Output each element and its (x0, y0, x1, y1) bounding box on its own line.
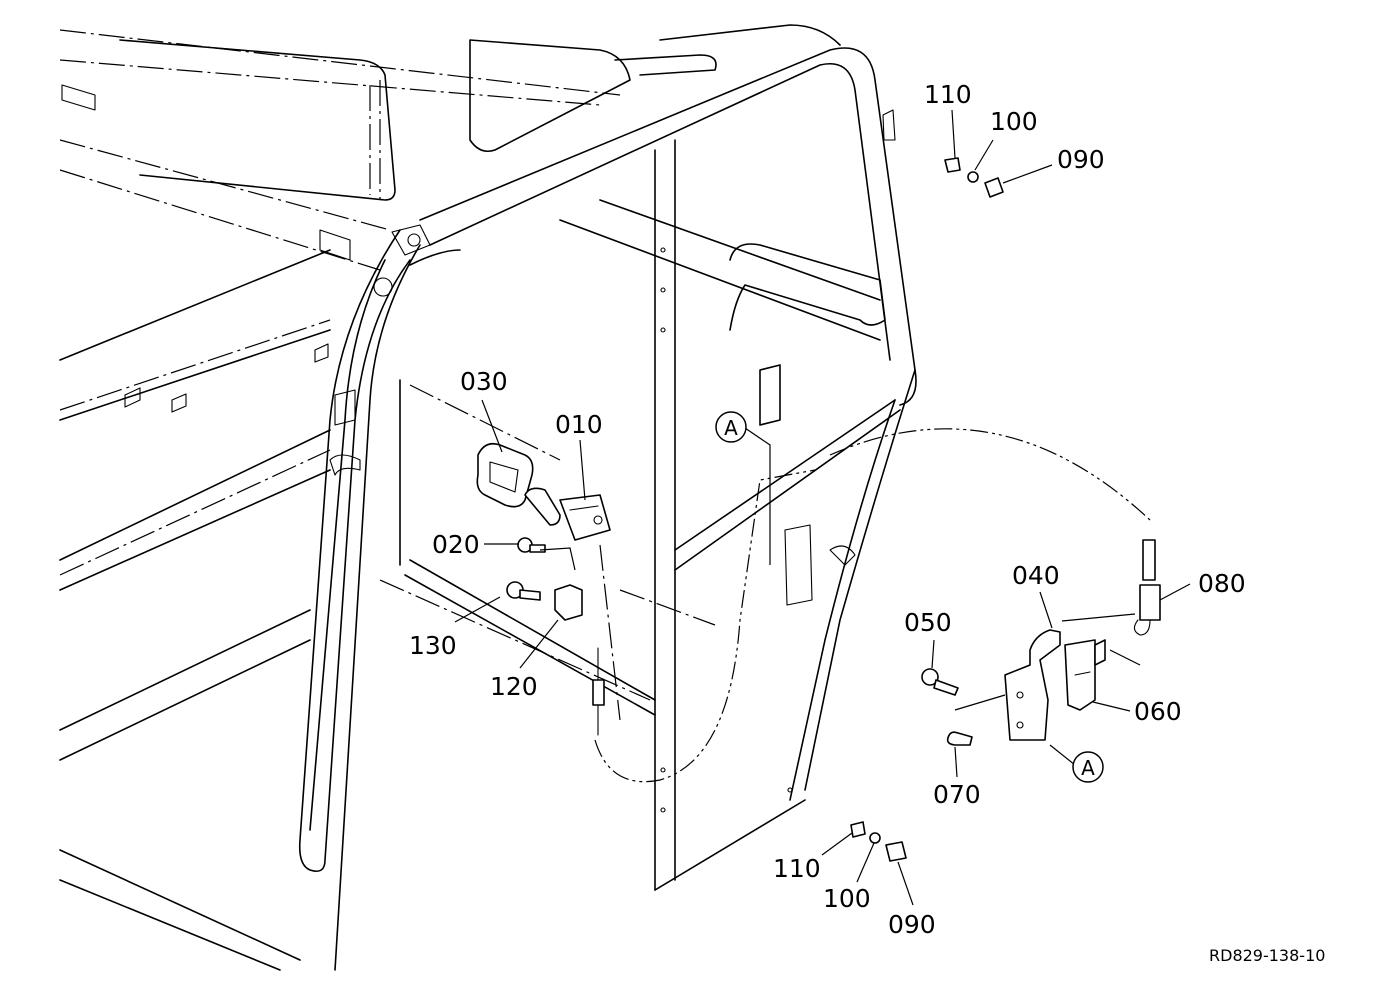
callout-a-lower-letter: A (1081, 756, 1095, 780)
part-060-door-lock (1064, 639, 1106, 711)
label-030: 030 (460, 367, 508, 396)
label-110-bottom: 110 (773, 854, 821, 883)
label-110-top: 110 (924, 80, 972, 109)
hardware-top (882, 109, 1004, 198)
label-050: 050 (904, 608, 952, 637)
callout-a-upper: A (715, 411, 747, 443)
label-100-top: 100 (990, 107, 1038, 136)
part-120-bracket (506, 581, 583, 621)
part-030-escutcheon (476, 442, 534, 508)
hardware-bottom (787, 787, 907, 862)
part-labels: 030 010 020 130 120 110 100 090 040 080 … (409, 80, 1246, 939)
label-070: 070 (933, 780, 981, 809)
label-090-top: 090 (1057, 145, 1105, 174)
part-080-cable (1133, 539, 1161, 636)
part-050-bolt (921, 668, 959, 696)
label-010: 010 (555, 410, 603, 439)
label-080: 080 (1198, 569, 1246, 598)
label-120: 120 (490, 672, 538, 701)
part-040-bracket (1004, 629, 1061, 741)
cab-frame (59, 24, 1151, 971)
reference-code: RD829-138-10 (1209, 946, 1325, 965)
callout-a-lower: A (1072, 751, 1104, 783)
leader-lines (454, 109, 1191, 906)
callout-a-upper-letter: A (724, 416, 738, 440)
part-070-screw (946, 731, 973, 746)
label-040: 040 (1012, 561, 1060, 590)
part-020-bolt (517, 537, 546, 553)
part-010-inner-handle (524, 487, 611, 541)
label-060: 060 (1134, 697, 1182, 726)
cable-end-lower (592, 647, 605, 736)
label-130: 130 (409, 631, 457, 660)
label-090-bottom: 090 (888, 910, 936, 939)
label-100-bottom: 100 (823, 884, 871, 913)
label-020: 020 (432, 530, 480, 559)
